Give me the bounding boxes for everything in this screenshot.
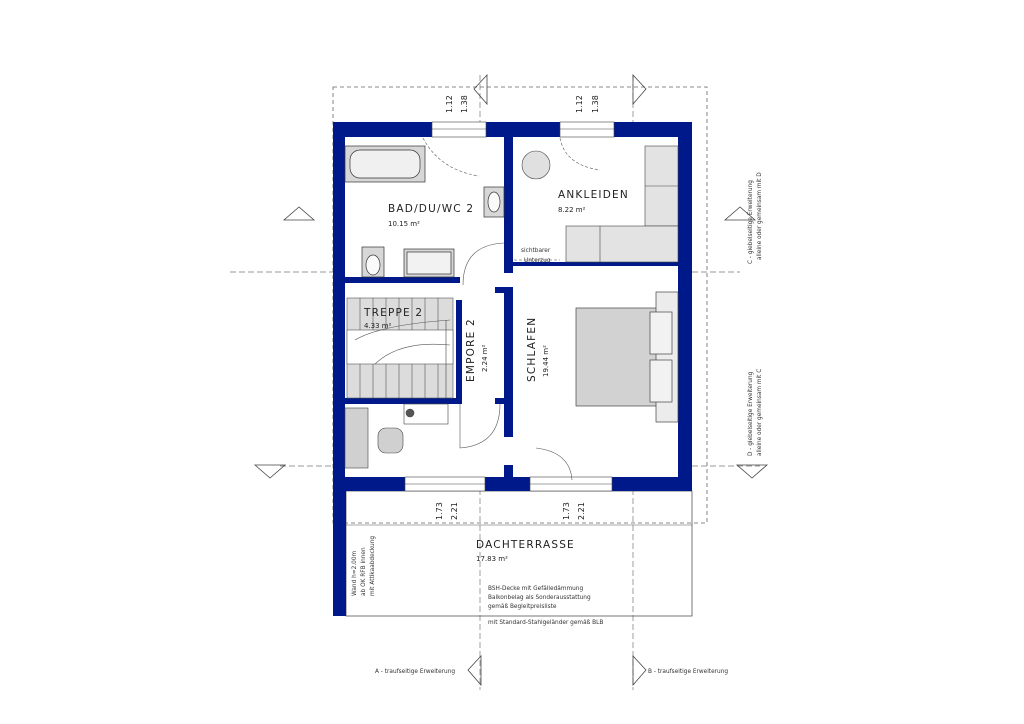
dim-top-right-1: 1.12 <box>575 95 584 113</box>
note-terrace-4: mit Standard-Stahlgeländer gemäß BLB <box>488 620 603 626</box>
room-name-ankleiden: ANKLEIDEN <box>558 189 629 201</box>
extension-label-d-1: D - giebelseitige Erweiterung <box>748 371 754 456</box>
extension-label-a: A - traufseitige Erweiterung <box>375 669 455 675</box>
dim-top-left-1: 1.12 <box>445 95 454 113</box>
extension-label-c-1: C - giebelseitige Erweiterung <box>748 180 754 264</box>
note-terrace-2: Balkonbelag als Sonderausstattung <box>488 595 591 601</box>
room-area-dachterrasse: 17.83 m² <box>476 555 508 563</box>
room-name-treppe: TREPPE 2 <box>363 307 423 319</box>
room-name-bad: BAD/DU/WC 2 <box>388 203 474 215</box>
dim-top-right-2: 1.38 <box>591 95 600 113</box>
marker-a-bottom-icon <box>467 654 482 687</box>
note-sichtbarer-1: sichtbarer <box>521 248 551 254</box>
note-wand-2: ab OK RFB innen <box>361 547 367 596</box>
note-terrace-1: BSH-Decke mit Gefälledämmung <box>488 586 583 592</box>
marker-b-top-icon <box>632 73 647 106</box>
room-area-empore: 2.24 m² <box>481 344 489 372</box>
marker-b-bottom-icon <box>632 654 647 687</box>
note-terrace-3: gemäß Begleitpreisliste <box>488 604 557 610</box>
extension-label-c-2: alleine oder gemeinsam mit D <box>757 172 763 260</box>
marker-d-left-icon <box>253 464 287 479</box>
room-area-schlafen: 19.44 m² <box>542 345 550 377</box>
note-sichtbarer-2: Unterzug <box>524 258 551 264</box>
room-name-dachterrasse: DACHTERRASSE <box>476 539 575 551</box>
dim-bottom-right-2: 2.21 <box>577 502 586 520</box>
terrace-left-wall <box>333 491 346 616</box>
marker-a-top-icon <box>473 73 488 106</box>
note-wand-1: Wand h=2.00m <box>352 550 358 596</box>
desk-furniture <box>344 403 449 469</box>
dim-bottom-left-2: 2.21 <box>450 502 459 520</box>
bathroom-fixtures <box>344 145 505 278</box>
room-area-treppe: 4.33 m² <box>364 322 392 330</box>
dim-top-left-2: 1.38 <box>460 95 469 113</box>
door-swings <box>422 137 601 481</box>
marker-d-right-icon <box>735 464 769 479</box>
room-name-schlafen: SCHLAFEN <box>526 317 538 382</box>
wardrobe <box>565 145 679 263</box>
staircase <box>346 297 454 399</box>
note-wand-3: mit Attikaabdeckung <box>370 536 376 596</box>
room-area-ankleiden: 8.22 m² <box>558 206 586 214</box>
marker-c-left-icon <box>282 206 316 221</box>
marker-c-right-icon <box>723 206 757 221</box>
dim-bottom-right-1: 1.73 <box>562 502 571 520</box>
room-area-bad: 10.15 m² <box>388 220 420 228</box>
dim-bottom-left-1: 1.73 <box>435 502 444 520</box>
extension-label-d-2: alleine oder gemeinsam mit C <box>757 369 763 456</box>
room-name-empore: EMPORE 2 <box>465 318 477 382</box>
bed <box>575 291 679 423</box>
chair-ankleiden <box>521 150 551 180</box>
extension-label-b: B - traufseitige Erweiterung <box>648 669 728 675</box>
window-lines <box>405 128 614 485</box>
